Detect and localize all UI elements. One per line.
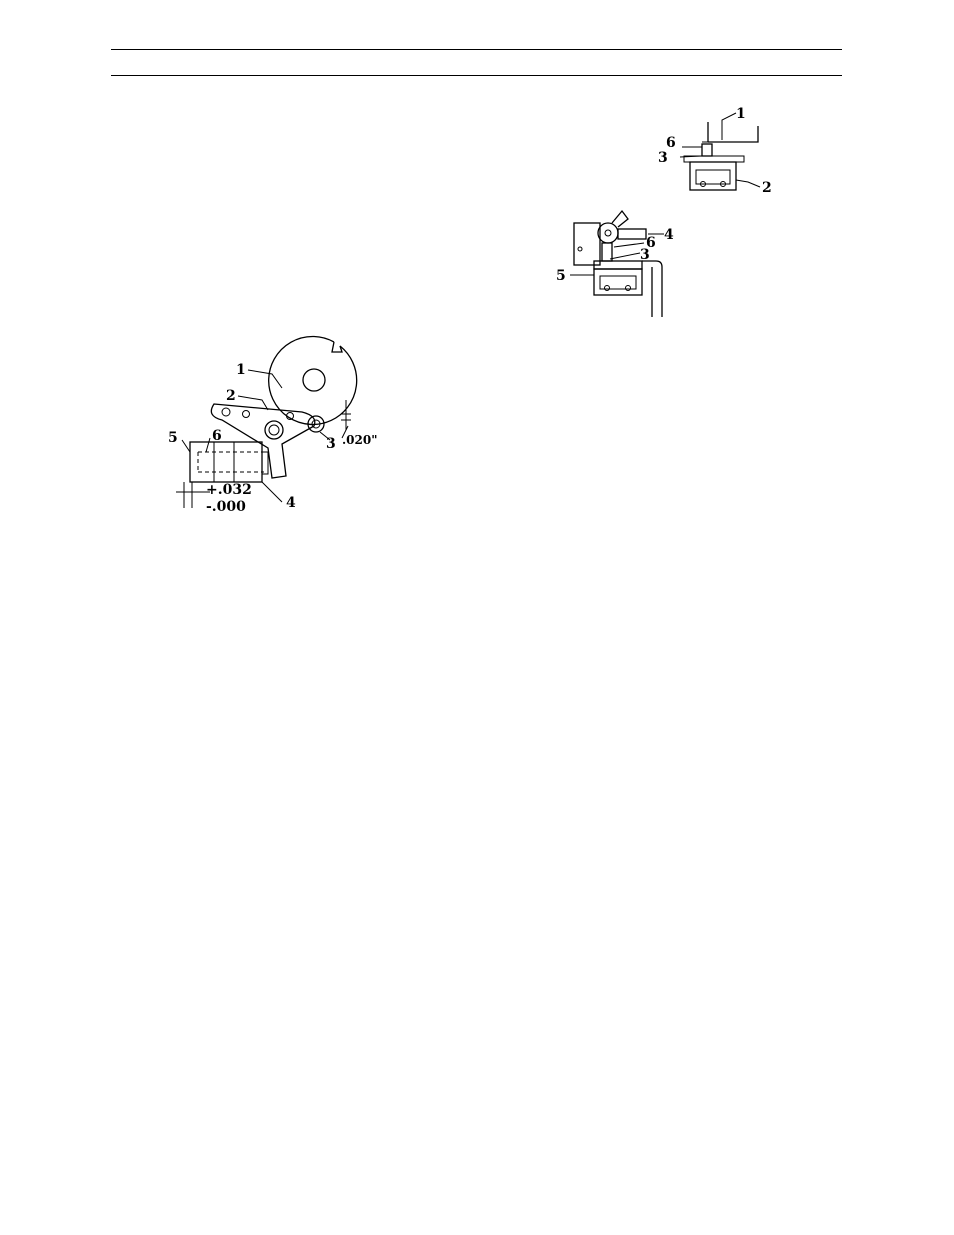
micro-switch-body — [190, 442, 262, 482]
callout-6: 6 — [666, 135, 676, 151]
plunger — [262, 452, 268, 474]
callout-4: 4 — [286, 495, 296, 511]
callout-4: 4 — [664, 227, 674, 243]
callout-5: 5 — [168, 430, 178, 446]
tolerance-minus-label: -.000 — [206, 499, 246, 515]
plunger — [602, 243, 612, 261]
mounting-block — [574, 223, 600, 265]
actuator-arm — [211, 404, 314, 478]
tolerance-plus-label: +.032 — [206, 482, 252, 498]
pivot — [265, 421, 283, 439]
lever-switch-diagram: 4 6 3 5 — [552, 205, 687, 320]
callout-3: 3 — [658, 150, 668, 166]
roller — [598, 223, 618, 243]
switch-bracket-diagram: 1 6 3 2 — [650, 100, 790, 205]
callout-3: 3 — [326, 436, 336, 452]
header-rule-bottom — [111, 75, 842, 76]
callout-5: 5 — [556, 268, 566, 284]
callout-2: 2 — [226, 388, 236, 404]
micro-switch-body — [690, 162, 736, 190]
callout-3: 3 — [640, 247, 650, 263]
callout-1: 1 — [236, 362, 246, 378]
callout-1: 1 — [736, 106, 746, 122]
actuator-arm — [618, 229, 646, 239]
callout-2: 2 — [762, 180, 772, 196]
header-rule-top — [111, 49, 842, 50]
bracket-outline — [708, 122, 758, 142]
gap-dimension-label: .020" — [342, 433, 377, 447]
cam-arm-adjustment-diagram: 1 2 5 6 3 4 .020" +.032 -.000 — [162, 330, 397, 530]
switch-top — [594, 261, 642, 269]
micro-switch-body — [594, 269, 642, 295]
actuator — [702, 144, 712, 156]
l-bracket — [642, 261, 662, 317]
cam — [269, 336, 357, 424]
callout-6: 6 — [212, 428, 222, 444]
cam-shaft-hole — [303, 369, 325, 391]
